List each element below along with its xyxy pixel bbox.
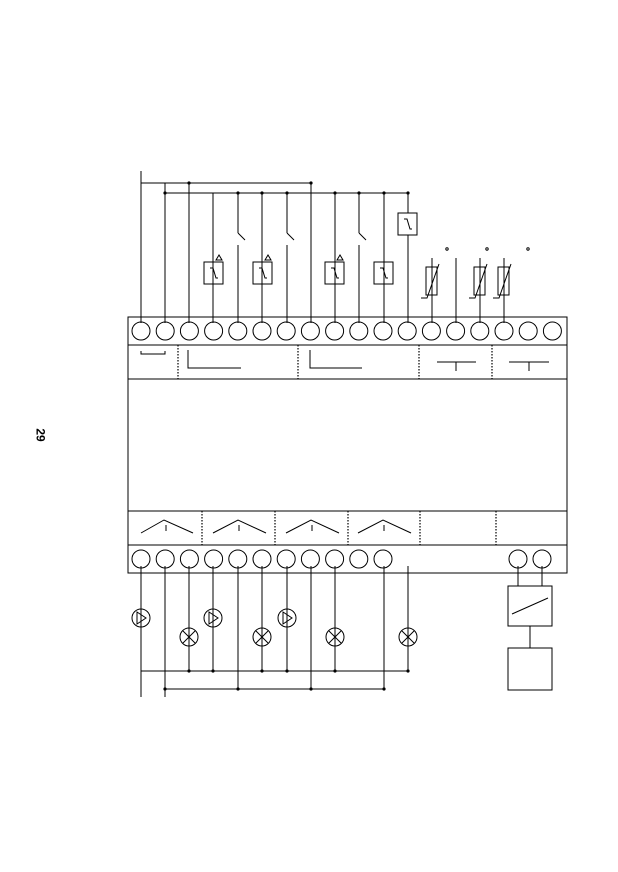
terminal — [397, 321, 417, 341]
terminal — [373, 549, 393, 569]
bottom-module-symbols — [140, 519, 412, 534]
converter-icon — [507, 585, 553, 627]
terminal — [179, 549, 199, 569]
terminal — [276, 549, 296, 569]
terminal — [518, 321, 538, 341]
lamp-icon — [325, 627, 345, 647]
terminal — [276, 321, 296, 341]
sensor-icon — [469, 247, 489, 299]
pump-icon — [131, 608, 151, 628]
lamp-icon — [398, 627, 418, 647]
controller-housing — [127, 316, 568, 574]
terminal — [300, 549, 320, 569]
terminal — [470, 321, 490, 341]
terminal — [131, 549, 151, 569]
switch-icon — [373, 261, 394, 285]
terminal — [532, 549, 552, 569]
top-module-symbols — [140, 350, 549, 371]
top-wiring — [140, 171, 505, 323]
terminal — [494, 321, 514, 341]
terminal — [373, 321, 393, 341]
lamp-icon — [252, 627, 272, 647]
terminal — [252, 321, 272, 341]
sensor-icon — [493, 247, 530, 299]
lamp-icon — [179, 627, 199, 647]
terminal — [508, 549, 528, 569]
switch-icon — [203, 254, 224, 285]
terminal — [228, 549, 248, 569]
terminal — [179, 321, 199, 341]
terminal — [155, 321, 175, 341]
terminal — [421, 321, 441, 341]
pump-icon — [203, 608, 223, 628]
terminal — [204, 321, 224, 341]
terminal — [204, 549, 224, 569]
bottom-module-separators — [201, 511, 497, 545]
terminal — [252, 549, 272, 569]
terminal — [325, 321, 345, 341]
sensor-icon — [421, 247, 449, 299]
device-box — [507, 647, 553, 691]
terminal — [325, 549, 345, 569]
bracket-symbol — [140, 351, 166, 355]
bottom-terminal-row — [131, 549, 552, 569]
switch-icon — [324, 254, 345, 285]
switch-icon — [252, 254, 273, 285]
relay-group-symbol — [309, 350, 362, 369]
terminal — [131, 321, 151, 341]
pump-icon — [277, 608, 297, 628]
relay-group-symbol — [187, 350, 241, 369]
terminal — [155, 549, 175, 569]
terminal — [300, 321, 320, 341]
bottom-wiring — [140, 566, 543, 697]
terminal — [349, 321, 369, 341]
terminal — [349, 549, 369, 569]
top-module-separators — [177, 345, 493, 379]
top-terminal-row — [131, 321, 562, 341]
switch-icon — [397, 212, 418, 236]
terminal — [228, 321, 248, 341]
terminal — [542, 321, 562, 341]
terminal — [446, 321, 466, 341]
